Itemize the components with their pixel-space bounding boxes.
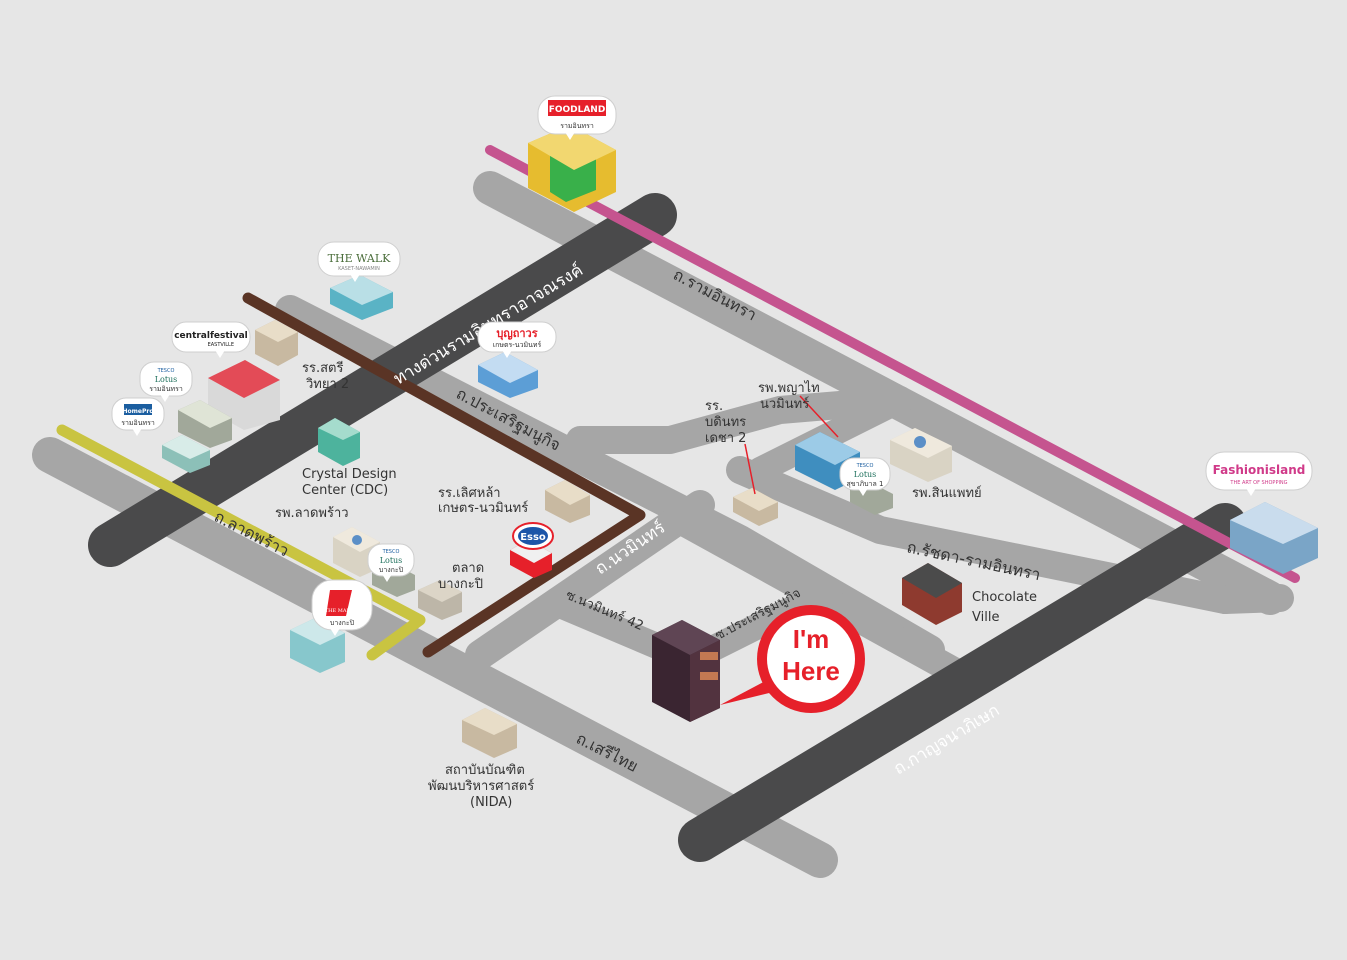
label-chocolate-1: Chocolate	[972, 590, 1037, 605]
label-nida-2: พัฒนบริหารศาสตร์	[428, 778, 534, 794]
homepro-sub: รามอินทรา	[121, 419, 155, 427]
bodindecha-pointer	[744, 443, 756, 495]
central-sub: EASTVILLE	[208, 342, 234, 348]
themall-sub: บางกะปิ	[330, 619, 355, 627]
fashion-sub: THE ART OF SHOPPING	[1229, 480, 1287, 486]
boonthavorn-logo: บุญถาวร	[496, 327, 537, 341]
here-text-line1: I'm	[793, 624, 830, 654]
label-latphrao-hospital: รพ.ลาดพร้าว	[275, 506, 349, 521]
tesco3-sub: สุขาภิบาล 1	[847, 480, 884, 488]
satri-school	[255, 320, 298, 366]
label-bodindecha-1: รร.	[705, 399, 723, 414]
lertla-school	[545, 480, 590, 523]
label-bodindecha-2: บดินทร	[705, 415, 746, 430]
thewalk-logo: THE WALK	[328, 252, 391, 265]
thewalk-sub: KASET-NAWAMIN	[338, 266, 380, 272]
thewalk-building	[330, 275, 393, 320]
label-nida-1: สถาบันบัณฑิต	[445, 763, 525, 778]
bodindecha-school	[733, 488, 778, 526]
fashion-building	[1230, 502, 1318, 574]
label-cdc-2: Center (CDC)	[302, 483, 388, 498]
bubble-foodland: FOODLAND รามอินทรา	[537, 95, 617, 140]
tesco2-logo: Lotus	[380, 556, 403, 565]
homepro-logo: HomePro	[123, 408, 154, 415]
central-building	[208, 360, 280, 430]
tesco1-top: TESCO	[157, 368, 175, 374]
here-pin: I'm Here	[720, 605, 865, 713]
bubble-central: centralfestival EASTVILLE	[171, 321, 251, 358]
label-sinphaet: รพ.สินแพทย์	[912, 485, 982, 501]
road-nawamin-gray	[465, 490, 715, 670]
phyathai-pointer	[799, 395, 839, 438]
chocolate-ville-building	[902, 563, 962, 625]
road-expressway	[88, 193, 677, 567]
tesco3-logo: Lotus	[854, 470, 877, 479]
label-lertla-2: เกษตร-นวมินทร์	[438, 500, 528, 516]
themall-logo: THE MALL	[325, 608, 354, 614]
label-phyathai-2: นวมินทร์	[760, 396, 809, 412]
bangkapi-market	[418, 580, 462, 620]
bubble-themall: THE MALL บางกะปิ	[311, 579, 373, 636]
themall-building	[290, 618, 345, 673]
tesco3-top: TESCO	[856, 463, 874, 469]
nida-building	[462, 708, 517, 758]
label-bodindecha-3: เดชา 2	[705, 431, 746, 446]
here-text-line2: Here	[782, 656, 840, 686]
sinphaet-hospital	[890, 428, 952, 482]
bubble-tesco-ramintra: TESCO Lotus รามอินทรา	[139, 361, 193, 402]
tesco2-top: TESCO	[382, 549, 400, 555]
label-cdc-1: Crystal Design	[302, 467, 397, 482]
label-market-2: บางกะปิ	[438, 577, 483, 592]
bubble-tesco-sukhaphiban: TESCO Lotus สุขาภิบาล 1	[839, 457, 891, 496]
homepro-building	[162, 435, 210, 473]
road-right-diag	[666, 506, 984, 694]
label-satri-1: รร.สตรี	[302, 360, 343, 376]
central-logo: centralfestival	[174, 331, 248, 341]
transit-lines	[56, 145, 1300, 661]
tesco1-logo: Lotus	[155, 375, 178, 384]
road-ramintra-end	[1211, 584, 1294, 614]
cdc-building	[318, 418, 360, 466]
bubble-boonthavorn: บุญถาวร เกษตร-นวมินทร์	[477, 321, 557, 358]
foodland-sub: รามอินทรา	[560, 122, 594, 130]
label-satri-2: วิทยา 2	[305, 377, 349, 392]
esso-text: Esso	[520, 532, 546, 543]
boonthavorn-sub: เกษตร-นวมินทร์	[493, 341, 542, 349]
label-nida-3: (NIDA)	[470, 795, 512, 810]
line-brown	[242, 292, 646, 658]
label-chocolate-2: Ville	[972, 610, 999, 625]
bubble-thewalk: THE WALK KASET-NAWAMIN	[317, 241, 401, 282]
bubble-fashion: Fashionisland THE ART OF SHOPPING	[1205, 451, 1313, 496]
label-market-1: ตลาด	[452, 561, 484, 576]
road-kanchanaphisek	[678, 503, 1247, 862]
tesco-ramintra-building	[178, 400, 232, 448]
label-lertla-1: รร.เลิศหล้า	[438, 486, 501, 501]
fashion-logo: Fashionisland	[1213, 463, 1306, 477]
tesco2-sub: บางกะปิ	[379, 566, 404, 574]
dark-roads	[88, 193, 1247, 862]
boonthavorn-building	[478, 352, 538, 398]
foodland-building	[528, 125, 616, 212]
line-pink	[485, 145, 1300, 583]
esso-logo: Esso	[512, 522, 554, 550]
bubble-tesco-bangkapi: TESCO Lotus บางกะปิ	[367, 543, 415, 582]
line-yellow	[56, 424, 426, 661]
foodland-logo: FOODLAND	[549, 105, 606, 115]
road-branch-upper	[566, 386, 914, 454]
label-phyathai-1: รพ.พญาไท	[758, 380, 820, 396]
tesco1-sub: รามอินทรา	[149, 385, 183, 393]
road-connector-1	[747, 387, 913, 483]
bubble-homepro: HomePro รามอินทรา	[111, 397, 165, 436]
here-building	[652, 620, 720, 722]
